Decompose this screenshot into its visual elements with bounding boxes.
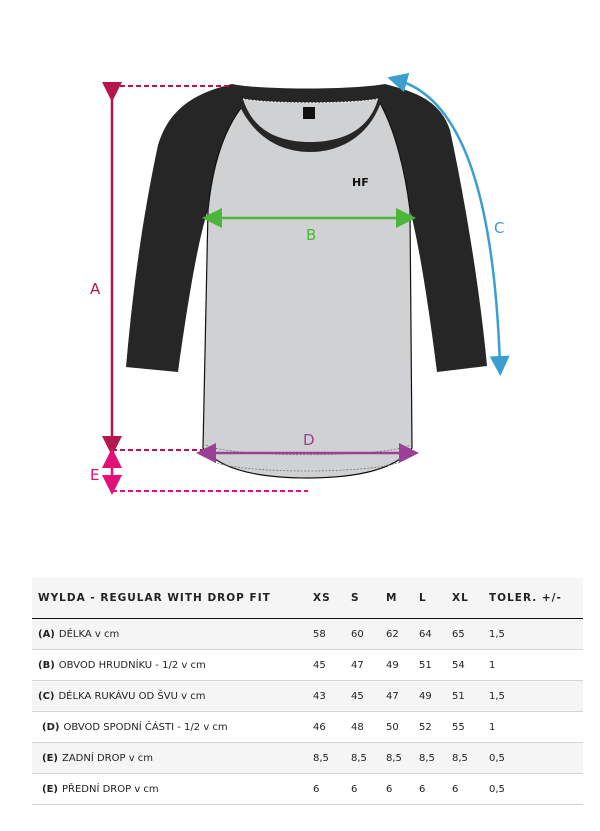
cell-xs: 8,5 [313,742,351,774]
col-xs: XS [313,578,351,619]
col-xl: XL [452,578,489,619]
cell-xs: 43 [313,680,351,712]
cell-l: 8,5 [419,742,452,774]
measure-c: C [387,73,510,376]
cell-s: 47 [351,649,386,681]
cell-m: 6 [386,773,419,805]
row-code: (A) [38,628,55,640]
cell-s: 60 [351,618,386,650]
cell-xs: 46 [313,711,351,743]
row-code: (E) [42,783,58,795]
cell-m: 50 [386,711,419,743]
size-table: WYLDA - REGULAR WITH DROP FIT XS S M L X… [32,578,583,805]
row-label: OBVOD HRUDNÍKU - 1/2 v cm [58,659,206,671]
svg-text:B: B [306,226,316,244]
svg-text:C: C [494,219,504,237]
cell-s: 6 [351,773,386,805]
row-label: ZADNÍ DROP v cm [61,752,154,764]
cell-xl: 51 [452,680,489,712]
cell-s: 48 [351,711,386,743]
cell-l: 6 [419,773,452,805]
row-label: OBVOD SPODNÍ ČÁSTI - 1/2 v cm [63,721,228,733]
cell-tolerance: 0,5 [489,742,583,774]
table-row: (D)OBVOD SPODNÍ ČÁSTI - 1/2 v cm 46 48 5… [32,711,583,743]
cell-xl: 65 [452,618,489,650]
col-tolerance: TOLER. +/- [489,578,583,619]
svg-text:D: D [303,431,315,449]
row-code: (D) [42,721,60,733]
table-row: (E)ZADNÍ DROP v cm 8,5 8,5 8,5 8,5 8,5 0… [32,742,583,774]
cell-tolerance: 0,5 [489,773,583,805]
cell-tolerance: 1 [489,711,583,743]
cell-xs: 6 [313,773,351,805]
table-header: WYLDA - REGULAR WITH DROP FIT XS S M L X… [32,578,583,619]
col-s: S [351,578,386,619]
measure-a: A [90,82,232,456]
measure-e: E [90,448,308,495]
row-code: (C) [38,690,55,702]
cell-m: 62 [386,618,419,650]
table-row: (C)DÉLKA RUKÁVU OD ŠVU v cm 43 45 47 49 … [32,680,583,712]
table-row: (E)PŘEDNÍ DROP v cm 6 6 6 6 6 0,5 [32,773,583,805]
cell-xl: 54 [452,649,489,681]
cell-tolerance: 1 [489,649,583,681]
measure-b: B [202,208,416,244]
row-code: (B) [38,659,55,671]
shirt-body: HF [202,84,413,479]
cell-l: 64 [419,618,452,650]
row-code: (E) [42,752,58,764]
brand-logo: HF [352,176,369,189]
col-m: M [386,578,419,619]
cell-tolerance: 1,5 [489,618,583,650]
cell-xl: 8,5 [452,742,489,774]
cell-xs: 58 [313,618,351,650]
measure-d: D [196,431,419,463]
cell-xl: 55 [452,711,489,743]
cell-s: 8,5 [351,742,386,774]
cell-l: 52 [419,711,452,743]
row-label: PŘEDNÍ DROP v cm [61,783,159,795]
shirt-measurement-diagram: HF A B C D E [90,73,510,495]
cell-m: 8,5 [386,742,419,774]
cell-xl: 6 [452,773,489,805]
svg-text:E: E [90,466,99,484]
table-row: (B)OBVOD HRUDNÍKU - 1/2 v cm 45 47 49 51… [32,649,583,681]
left-sleeve [126,84,245,372]
svg-text:A: A [90,280,101,298]
cell-xs: 45 [313,649,351,681]
cell-l: 51 [419,649,452,681]
row-label: DÉLKA v cm [58,628,120,640]
cell-m: 47 [386,680,419,712]
col-l: L [419,578,452,619]
table-title: WYLDA - REGULAR WITH DROP FIT [32,578,313,619]
neck-label [303,107,315,119]
row-label: DÉLKA RUKÁVU OD ŠVU v cm [58,690,206,702]
cell-s: 45 [351,680,386,712]
table-row: (A)DÉLKA v cm 58 60 62 64 65 1,5 [32,618,583,650]
cell-m: 49 [386,649,419,681]
cell-l: 49 [419,680,452,712]
cell-tolerance: 1,5 [489,680,583,712]
